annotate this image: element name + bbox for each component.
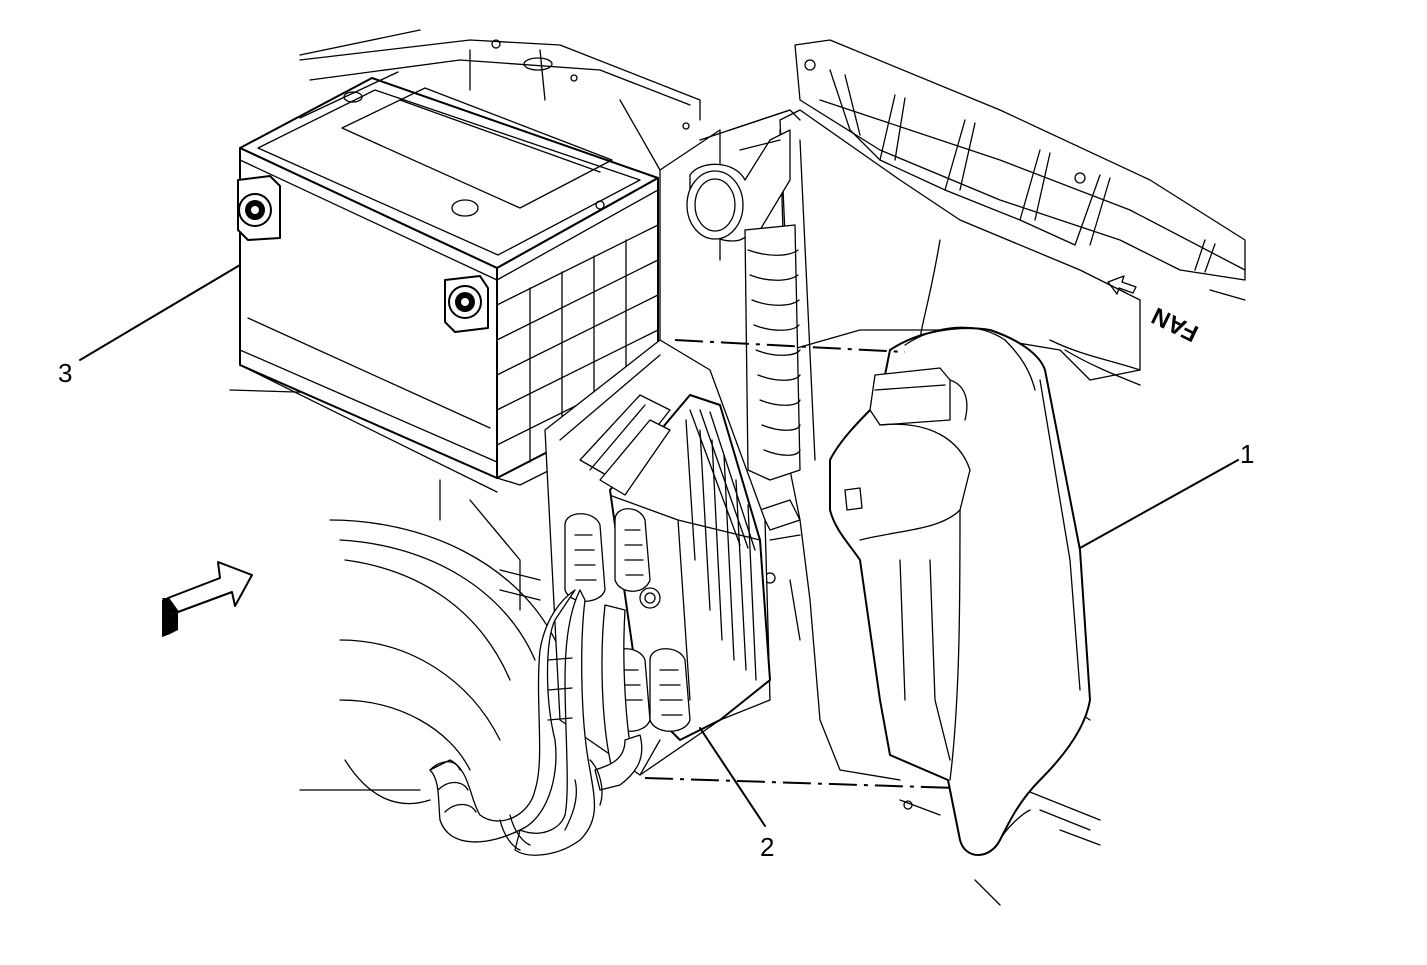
module-connector-lower — [649, 648, 691, 732]
leader-lines — [79, 264, 1239, 827]
module-connector-upper — [579, 394, 671, 496]
fan-label: FAN — [1148, 302, 1203, 347]
front-direction-arrow-icon — [162, 561, 253, 637]
heatsink-fins — [685, 409, 757, 681]
module-cover — [829, 326, 1091, 856]
leader-line-1 — [1079, 459, 1239, 549]
control-module — [544, 339, 771, 776]
callout-2: 2 — [760, 832, 774, 862]
module-connector-mid — [614, 508, 651, 592]
fan-arrow-icon — [1107, 275, 1137, 295]
leader-line-3 — [79, 264, 241, 361]
air-cleaner-housing: FAN — [686, 39, 1246, 810]
leader-line-2 — [699, 727, 766, 827]
battery-terminal-left — [237, 175, 281, 241]
callouts: 1 2 3 — [58, 358, 1254, 862]
alignment-lines — [644, 339, 956, 789]
callout-1: 1 — [1240, 439, 1254, 469]
harness-connector-left-1 — [564, 513, 606, 602]
wiring-harness — [429, 589, 643, 856]
corrugated-duct — [744, 224, 801, 481]
callout-3: 3 — [58, 358, 72, 388]
battery-terminal-right — [444, 275, 489, 333]
